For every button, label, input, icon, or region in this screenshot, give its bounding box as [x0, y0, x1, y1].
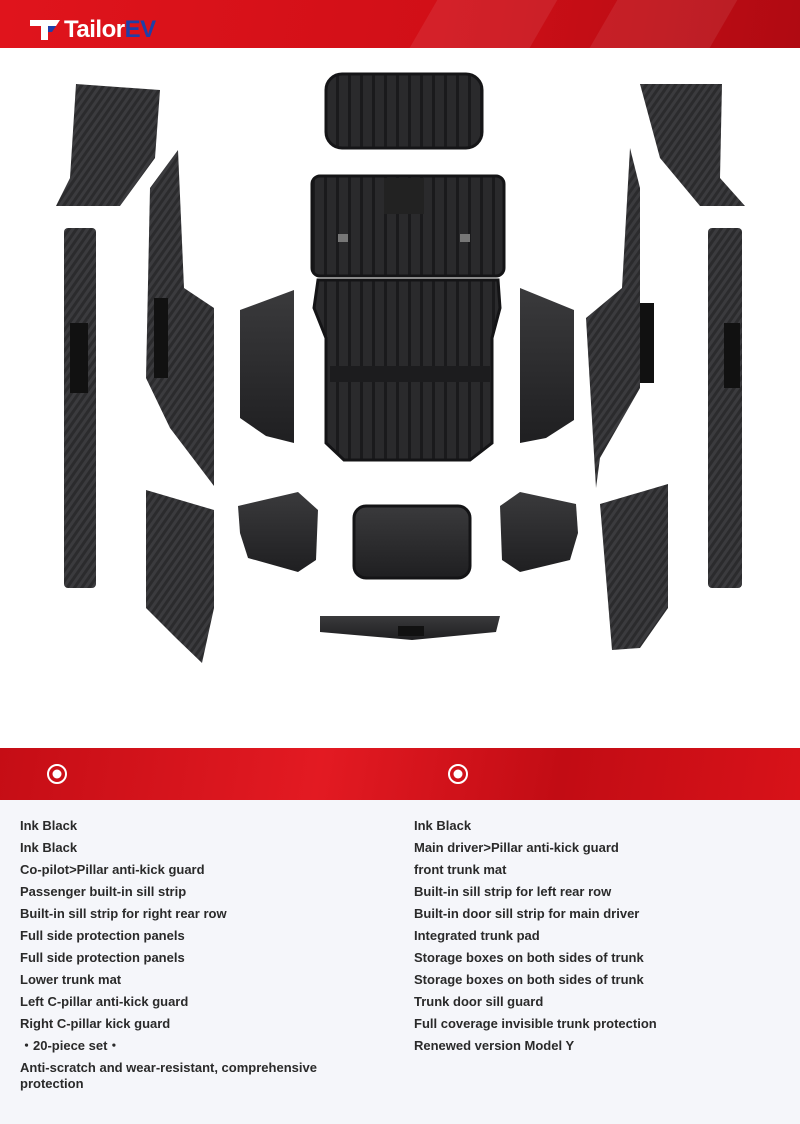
right-side-panel	[586, 148, 640, 488]
brand-name: TailorEV	[64, 16, 156, 43]
spec-item: Full side protection panels	[20, 950, 185, 965]
right-trunk-side-cover	[520, 288, 574, 443]
spec-item: Integrated trunk pad	[414, 928, 540, 943]
left-lower-panel	[146, 490, 214, 663]
spec-item: Storage boxes on both sides of trunk	[414, 950, 644, 965]
right-panel-insert	[640, 303, 654, 383]
spec-item: Left C-pillar anti-kick guard	[20, 994, 189, 1009]
spec-list: Ink Black Ink Black Co-pilot>Pillar anti…	[0, 800, 800, 1124]
left-storage-box	[238, 492, 318, 572]
target-icon	[47, 764, 67, 784]
spec-item: Built-in sill strip for right rear row	[20, 906, 227, 921]
product-image	[0, 48, 800, 748]
banner-streak	[385, 0, 575, 48]
top-banner: TailorEV	[0, 0, 800, 48]
spec-column-left: Ink Black Ink Black Co-pilot>Pillar anti…	[20, 818, 390, 1098]
spec-item: Right C-pillar kick guard	[20, 1016, 171, 1031]
spec-item: Ink Black	[20, 840, 78, 855]
spec-item: Co-pilot>Pillar anti-kick guard	[20, 862, 205, 877]
right-storage-box	[500, 492, 578, 572]
front-trunk-mat	[324, 72, 484, 150]
left-side-panel	[146, 150, 214, 486]
logo-mark-icon	[30, 20, 60, 40]
right-lower-panel	[600, 484, 668, 650]
product-parts-illustration	[56, 72, 745, 663]
spec-item: Anti-scratch and wear-resistant, compreh…	[20, 1060, 317, 1091]
right-sill-strip	[708, 228, 742, 588]
spec-column-right: Ink Black Main driver>Pillar anti-kick g…	[414, 818, 784, 1060]
left-sill-insert	[70, 323, 88, 393]
banner-streak	[565, 0, 755, 48]
target-icon	[448, 764, 468, 784]
right-pillar-guard	[640, 84, 745, 206]
right-sill-insert	[724, 323, 740, 388]
spec-item: Lower trunk mat	[20, 972, 122, 987]
spec-item: Built-in door sill strip for main driver	[414, 906, 640, 921]
spec-item: Full coverage invisible trunk protection	[414, 1016, 657, 1031]
integrated-trunk-pad	[310, 174, 506, 462]
spec-item: front trunk mat	[414, 862, 507, 877]
section-banner	[0, 748, 800, 800]
left-pillar-guard	[56, 84, 160, 206]
spec-item: ・20-piece set・	[20, 1038, 121, 1053]
lower-trunk-tray	[352, 504, 472, 580]
spec-item: Passenger built-in sill strip	[20, 884, 187, 899]
spec-item: Renewed version Model Y	[414, 1038, 575, 1053]
spec-item: Ink Black	[414, 818, 472, 833]
spec-item: Ink Black	[20, 818, 78, 833]
spec-item: Built-in sill strip for left rear row	[414, 884, 612, 899]
left-sill-strip	[64, 228, 96, 588]
spec-item: Main driver>Pillar anti-kick guard	[414, 840, 619, 855]
spec-item: Full side protection panels	[20, 928, 185, 943]
spec-item: Storage boxes on both sides of trunk	[414, 972, 644, 987]
spec-item: Trunk door sill guard	[414, 994, 544, 1009]
left-panel-insert	[154, 298, 168, 378]
sill-latch	[398, 626, 424, 636]
left-trunk-side-cover	[240, 290, 294, 443]
brand-logo: TailorEV	[28, 18, 156, 42]
